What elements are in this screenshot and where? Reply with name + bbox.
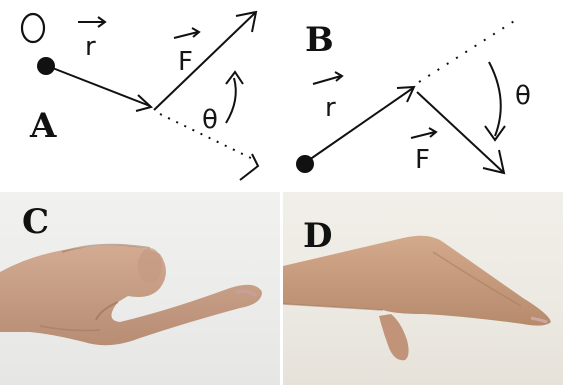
r-vector-overbar-icon	[78, 17, 105, 27]
F-label: F	[178, 47, 193, 77]
panel-letter-d: D	[303, 216, 332, 256]
force-vector-arrow-icon	[154, 13, 255, 110]
panel-letter-a: A	[30, 106, 56, 146]
panel-letter-c: C	[22, 202, 49, 242]
panel-d: D	[283, 192, 563, 385]
theta-label: θ	[515, 81, 531, 111]
F-vector-overbar-icon	[174, 28, 199, 38]
r-label: r	[85, 32, 96, 62]
hand-shape	[0, 246, 262, 346]
origin-dot-icon	[37, 57, 55, 75]
F-vector-overbar-icon	[411, 128, 436, 138]
panel-letter-b: B	[305, 20, 334, 60]
thumb-shape	[379, 314, 409, 360]
r-vector-overbar-icon	[313, 72, 342, 84]
panel-a-sketch: r F θ	[0, 0, 281, 190]
angle-arc-arrow-icon	[489, 62, 501, 136]
panel-a: r F θ A	[0, 0, 281, 190]
theta-label: θ	[202, 105, 218, 135]
origin-circle-icon	[22, 14, 44, 42]
panel-b: r F θ B	[283, 0, 563, 190]
r-label: r	[325, 93, 336, 123]
angle-arc-arrow-icon	[226, 78, 236, 123]
position-vector-arrow-icon	[50, 67, 150, 106]
panel-c: C	[0, 192, 280, 385]
F-label: F	[415, 145, 430, 175]
r-extension-dotted-line	[419, 18, 519, 82]
angle-arc-arrowhead-icon	[485, 126, 505, 140]
